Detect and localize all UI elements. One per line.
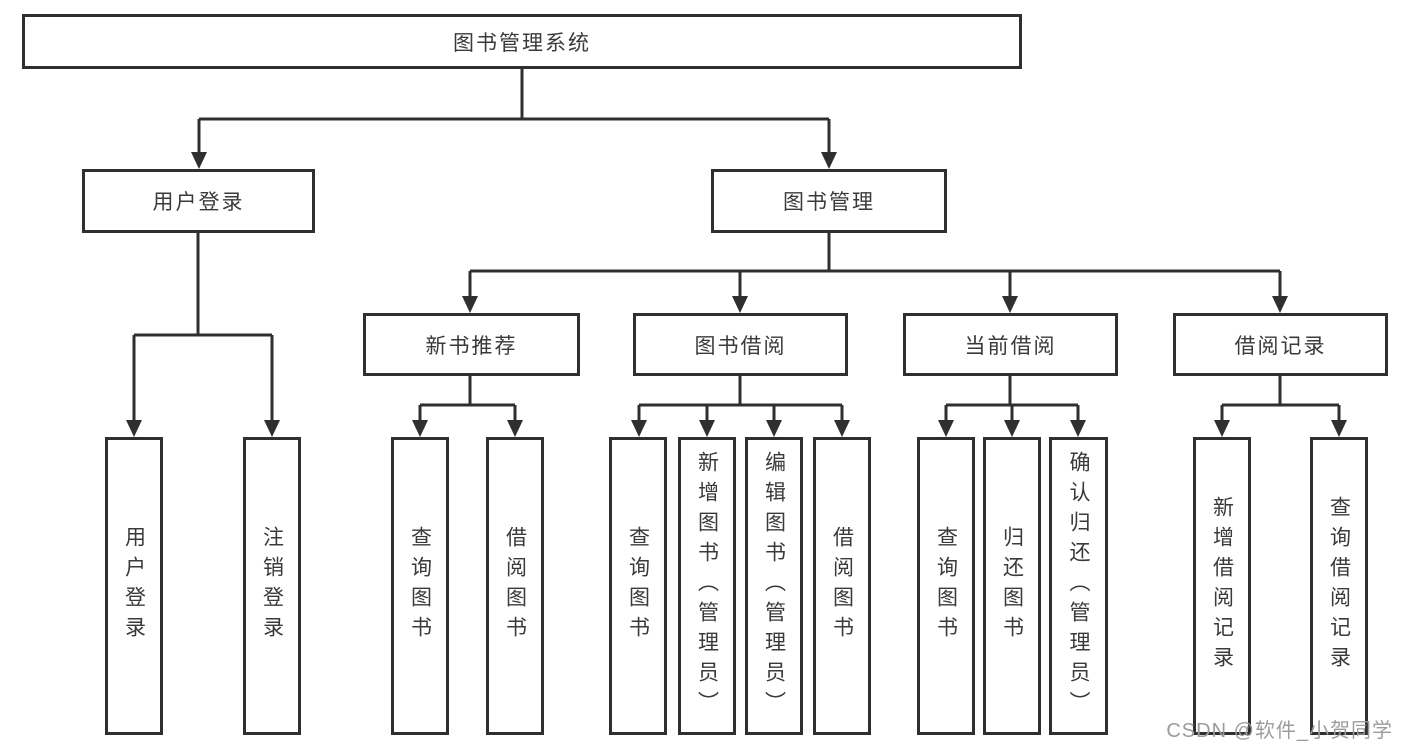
node-book-management: 图书管理: [711, 169, 947, 233]
node-label: 确认归还（管理员）: [1067, 451, 1090, 721]
node-label: 用户登录: [122, 526, 146, 646]
node-label: 新增图书（管理员）: [695, 451, 719, 721]
arrowhead-icons: [126, 152, 1347, 437]
leaf-user-login: 用户登录: [105, 437, 163, 735]
node-label: 新增借阅记录: [1210, 496, 1234, 676]
node-label: 图书管理: [783, 191, 875, 214]
node-library-management-system: 图书管理系统: [22, 14, 1022, 69]
leaf-logout: 注销登录: [243, 437, 301, 735]
node-label: 查询借阅记录: [1327, 496, 1351, 676]
node-label: 用户登录: [152, 191, 245, 214]
node-label: 图书管理系统: [453, 31, 591, 55]
leaf-query-books-current: 查询图书: [917, 437, 975, 735]
node-borrowing-records: 借阅记录: [1173, 313, 1388, 376]
leaf-query-borrow-record: 查询借阅记录: [1310, 437, 1368, 735]
leaf-query-books-recommend: 查询图书: [391, 437, 449, 735]
leaf-add-borrow-record: 新增借阅记录: [1193, 437, 1251, 735]
leaf-query-books-borrow: 查询图书: [609, 437, 667, 735]
node-label: 查询图书: [408, 526, 432, 646]
leaf-edit-books-admin: 编辑图书（管理员）: [745, 437, 803, 735]
node-label: 编辑图书（管理员）: [762, 451, 786, 721]
leaf-add-books-admin: 新增图书（管理员）: [678, 437, 736, 735]
leaf-confirm-return-admin: 确认归还（管理员）: [1049, 437, 1108, 735]
node-label: 归还图书: [1000, 526, 1024, 646]
node-label: 借阅图书: [830, 526, 854, 646]
leaf-borrow-books-recommend: 借阅图书: [486, 437, 544, 735]
node-label: 注销登录: [260, 526, 284, 646]
node-label: 图书借阅: [694, 334, 787, 358]
node-current-borrowing: 当前借阅: [903, 313, 1118, 376]
leaf-borrow-books: 借阅图书: [813, 437, 871, 735]
leaf-return-books: 归还图书: [983, 437, 1041, 735]
node-label: 借阅图书: [503, 526, 527, 646]
node-label: 当前借阅: [964, 334, 1057, 358]
node-user-login-branch: 用户登录: [82, 169, 315, 233]
node-label: 查询图书: [934, 526, 958, 646]
node-book-borrowing: 图书借阅: [633, 313, 848, 376]
node-label: 借阅记录: [1234, 334, 1327, 358]
csdn-watermark: CSDN @软件_小贺同学: [1166, 720, 1393, 742]
node-label: 新书推荐: [425, 334, 518, 358]
node-label: 查询图书: [626, 526, 650, 646]
node-new-book-recommend: 新书推荐: [363, 313, 580, 376]
